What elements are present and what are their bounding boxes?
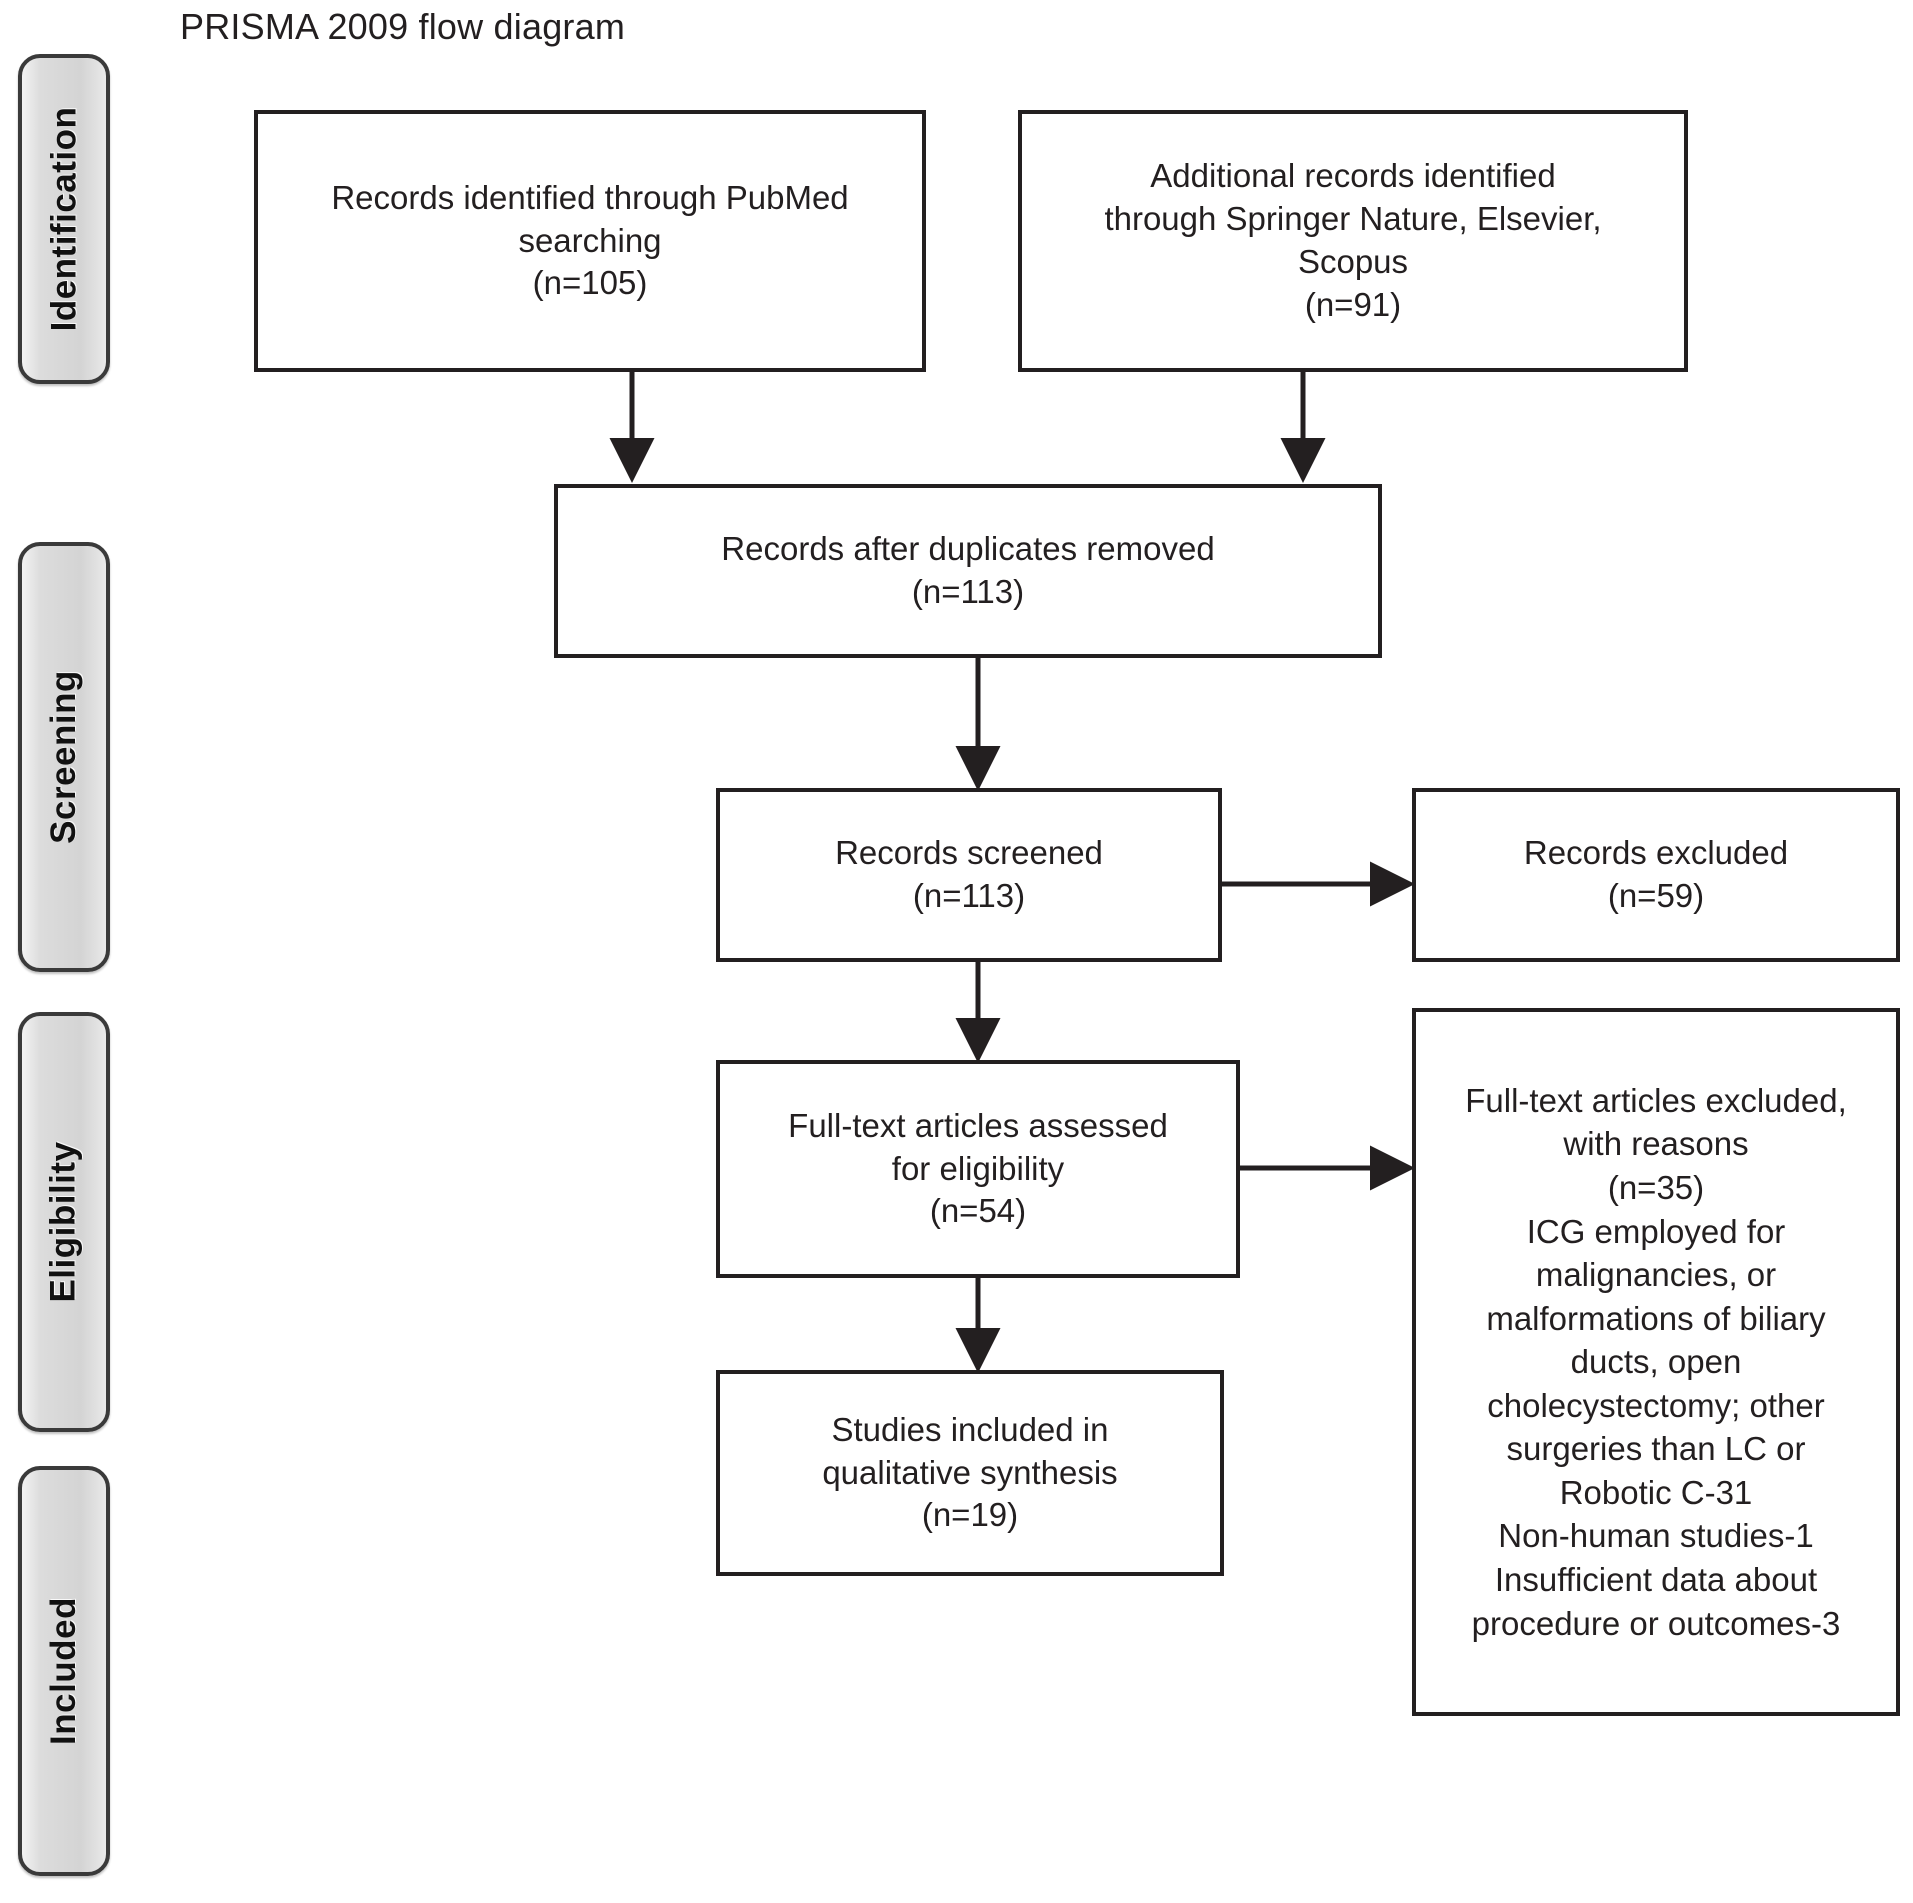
box-additional-records-identified: Additional records identified through Sp… bbox=[1018, 110, 1688, 372]
box-records-identified-pubmed-text: Records identified through PubMed search… bbox=[331, 178, 849, 302]
box-records-identified-pubmed: Records identified through PubMed search… bbox=[254, 110, 926, 372]
box-records-screened: Records screened (n=113) bbox=[716, 788, 1222, 962]
box-fulltext-articles-assessed-text: Full-text articles assessed for eligibil… bbox=[788, 1106, 1168, 1230]
stage-tab-identification: Identification bbox=[18, 54, 110, 384]
box-fulltext-articles-excluded-text: Full-text articles excluded, with reason… bbox=[1465, 1081, 1847, 1642]
stage-label-screening: Screening bbox=[44, 670, 84, 844]
box-records-after-duplicates-removed: Records after duplicates removed (n=113) bbox=[554, 484, 1382, 658]
box-fulltext-articles-assessed: Full-text articles assessed for eligibil… bbox=[716, 1060, 1240, 1278]
box-fulltext-articles-excluded: Full-text articles excluded, with reason… bbox=[1412, 1008, 1900, 1716]
box-studies-included: Studies included in qualitative synthesi… bbox=[716, 1370, 1224, 1576]
box-records-screened-text: Records screened (n=113) bbox=[835, 834, 1103, 914]
box-records-excluded-text: Records excluded (n=59) bbox=[1523, 834, 1789, 914]
stage-label-eligibility: Eligibility bbox=[44, 1141, 84, 1303]
box-records-after-duplicates-removed-text: Records after duplicates removed (n=113) bbox=[721, 530, 1215, 610]
stage-label-included: Included bbox=[44, 1597, 83, 1745]
box-additional-records-identified-text: Additional records identified through Sp… bbox=[1104, 157, 1602, 323]
page-title: PRISMA 2009 flow diagram bbox=[180, 6, 626, 47]
stage-tab-eligibility: Eligibility bbox=[18, 1012, 110, 1432]
stage-tab-included: Included bbox=[18, 1466, 110, 1876]
stage-tab-screening: Screening bbox=[18, 542, 110, 972]
stage-label-identification: Identification bbox=[44, 106, 83, 332]
box-records-excluded: Records excluded (n=59) bbox=[1412, 788, 1900, 962]
box-studies-included-text: Studies included in qualitative synthesi… bbox=[822, 1410, 1118, 1534]
